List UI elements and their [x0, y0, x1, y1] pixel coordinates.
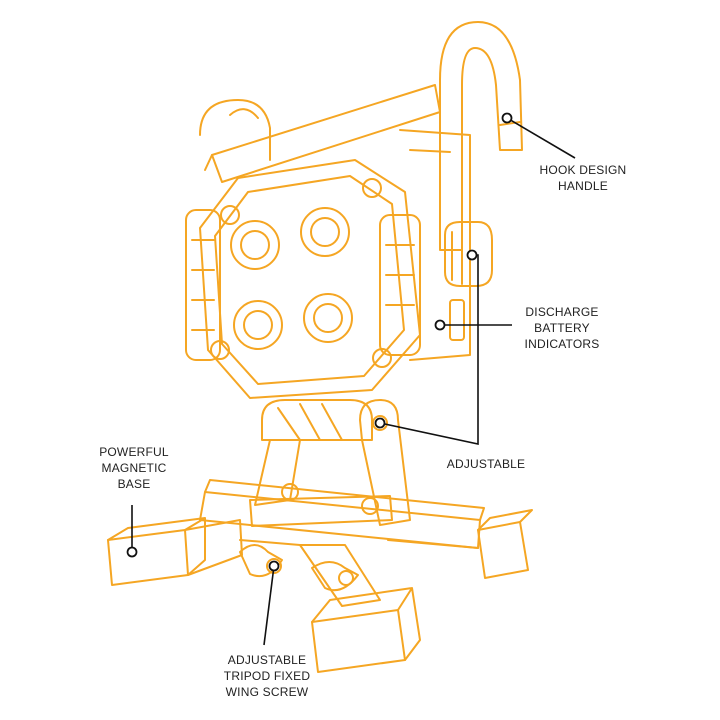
callout-wingscrew-label: ADJUSTABLE TRIPOD FIXED WING SCREW — [223, 653, 311, 699]
callout-battery-label: DISCHARGE BATTERY INDICATORS — [524, 305, 600, 351]
callout-hook-label: HOOK DESIGN HANDLE — [539, 163, 627, 193]
magnetic-foot-left — [107, 529, 189, 586]
rear-bracket — [199, 99, 271, 161]
left-grip — [185, 209, 221, 361]
callout-adjustable-label: ADJUSTABLE — [446, 457, 526, 471]
leader-wingscrew — [263, 565, 275, 646]
callout-dots — [126, 112, 513, 572]
foot-right-rear — [477, 521, 529, 579]
leader-hook — [506, 117, 576, 159]
wing-screws — [239, 544, 359, 592]
right-grip — [379, 214, 421, 356]
adjustment-knob — [444, 221, 493, 287]
hook-handle-inner — [499, 121, 521, 126]
light-panel-outer — [199, 159, 421, 399]
leader-adjustable — [379, 254, 479, 445]
adjustable-arm — [359, 399, 411, 526]
battery-indicator — [449, 299, 465, 341]
stand-arm-left — [254, 439, 301, 506]
led-reflectors — [230, 207, 353, 350]
callout-magnetic-label: POWERFUL MAGNETIC BASE — [99, 445, 169, 491]
handle-crossbar — [211, 84, 441, 183]
tripod-leg-front — [299, 544, 381, 607]
stand-crossplate — [249, 495, 393, 527]
connecting-rod — [239, 539, 479, 549]
housing-back — [399, 129, 471, 361]
pivot-joint — [261, 399, 373, 441]
hook-handle — [439, 21, 523, 251]
foot-front — [311, 609, 406, 673]
